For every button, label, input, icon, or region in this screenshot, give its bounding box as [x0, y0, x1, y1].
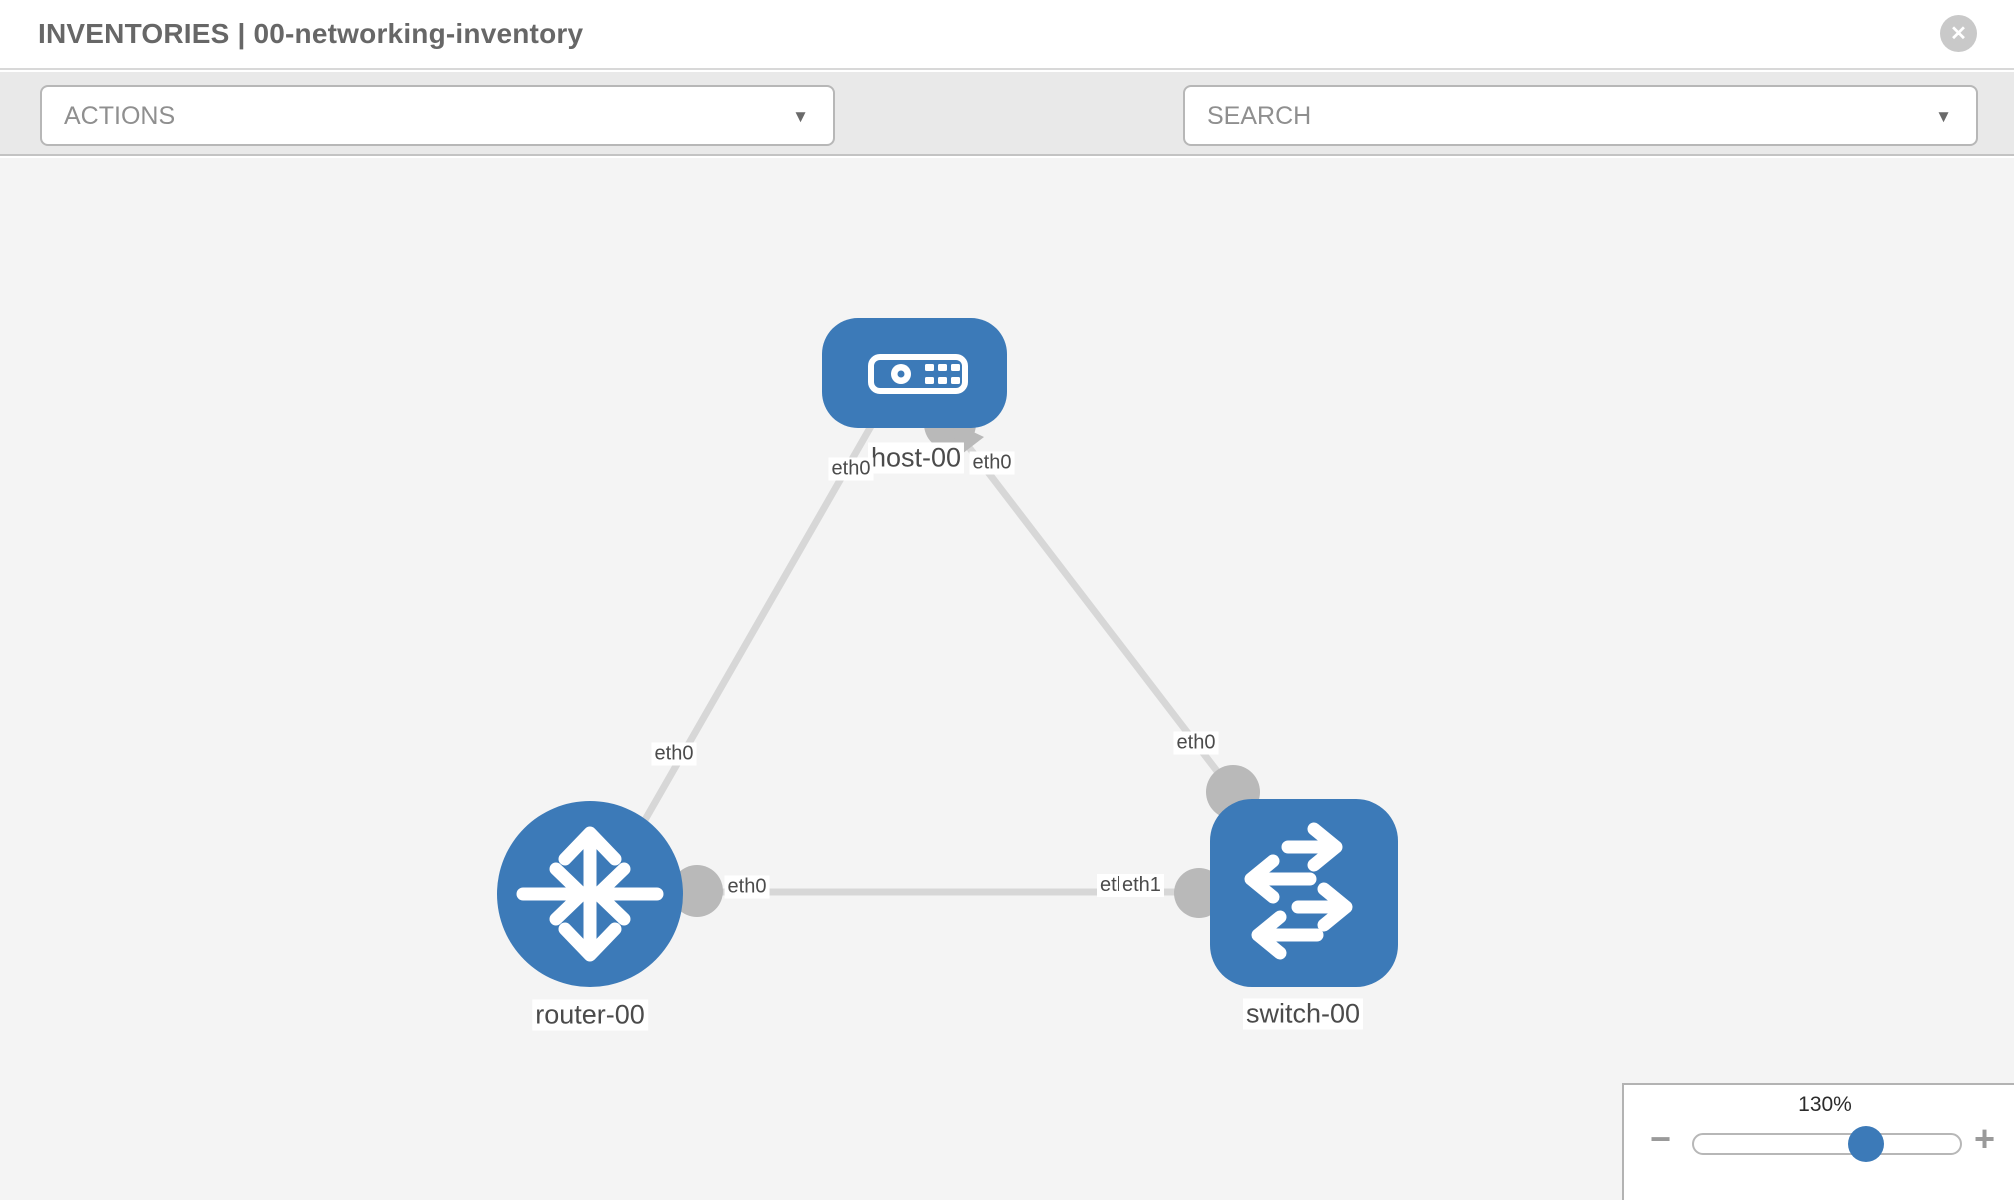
iface-label-switch-left: eth1: [1119, 874, 1164, 897]
iface-label-host-left: eth0: [828, 457, 874, 481]
topology-canvas[interactable]: host-00 router-00 switch-00 eth0 eth0 et…: [0, 158, 2014, 1200]
node-label-host: host-00: [867, 442, 965, 474]
iface-label-router-right: eth0: [724, 875, 770, 899]
node-switch-00[interactable]: [1210, 799, 1398, 987]
link-host-router[interactable]: [626, 412, 882, 848]
zoom-slider-track[interactable]: [1692, 1133, 1962, 1155]
iface-label-host-right: eth0: [969, 451, 1015, 475]
iface-label-switch-top: eth0: [1173, 731, 1219, 755]
interface-dot-router: [671, 865, 723, 917]
zoom-level-value: 130%: [1798, 1093, 1852, 1116]
actions-dropdown[interactable]: ACTIONS ▼: [40, 85, 835, 146]
host-icon: [868, 354, 968, 394]
node-router-00[interactable]: [497, 801, 683, 987]
modal-header: INVENTORIES | 00-networking-inventory ✕: [0, 0, 2014, 70]
node-host-00[interactable]: [822, 318, 1007, 428]
chevron-down-icon: ▼: [1935, 107, 1952, 126]
actions-dropdown-label: ACTIONS: [64, 102, 176, 130]
search-dropdown-label: SEARCH: [1207, 102, 1312, 130]
search-dropdown[interactable]: SEARCH ▼: [1183, 85, 1978, 146]
node-label-router: router-00: [532, 999, 648, 1031]
zoom-in-button[interactable]: +: [1974, 1118, 1996, 1159]
zoom-control-panel: 130% − +: [1622, 1083, 2014, 1200]
node-label-switch: switch-00: [1242, 998, 1364, 1030]
page-title: INVENTORIES | 00-networking-inventory: [38, 18, 584, 49]
link-host-switch[interactable]: [942, 413, 1236, 795]
iface-label-router-top: eth0: [651, 742, 697, 766]
zoom-out-button[interactable]: −: [1650, 1118, 1672, 1159]
chevron-down-icon: ▼: [792, 107, 809, 126]
close-icon-glyph: ✕: [1950, 23, 1967, 45]
switch-icon: [1244, 822, 1353, 960]
zoom-slider-thumb[interactable]: [1848, 1126, 1884, 1162]
close-icon[interactable]: ✕: [1940, 15, 1977, 52]
toolbar: ACTIONS ▼ SEARCH ▼: [0, 72, 2014, 209]
router-icon: [516, 826, 664, 962]
